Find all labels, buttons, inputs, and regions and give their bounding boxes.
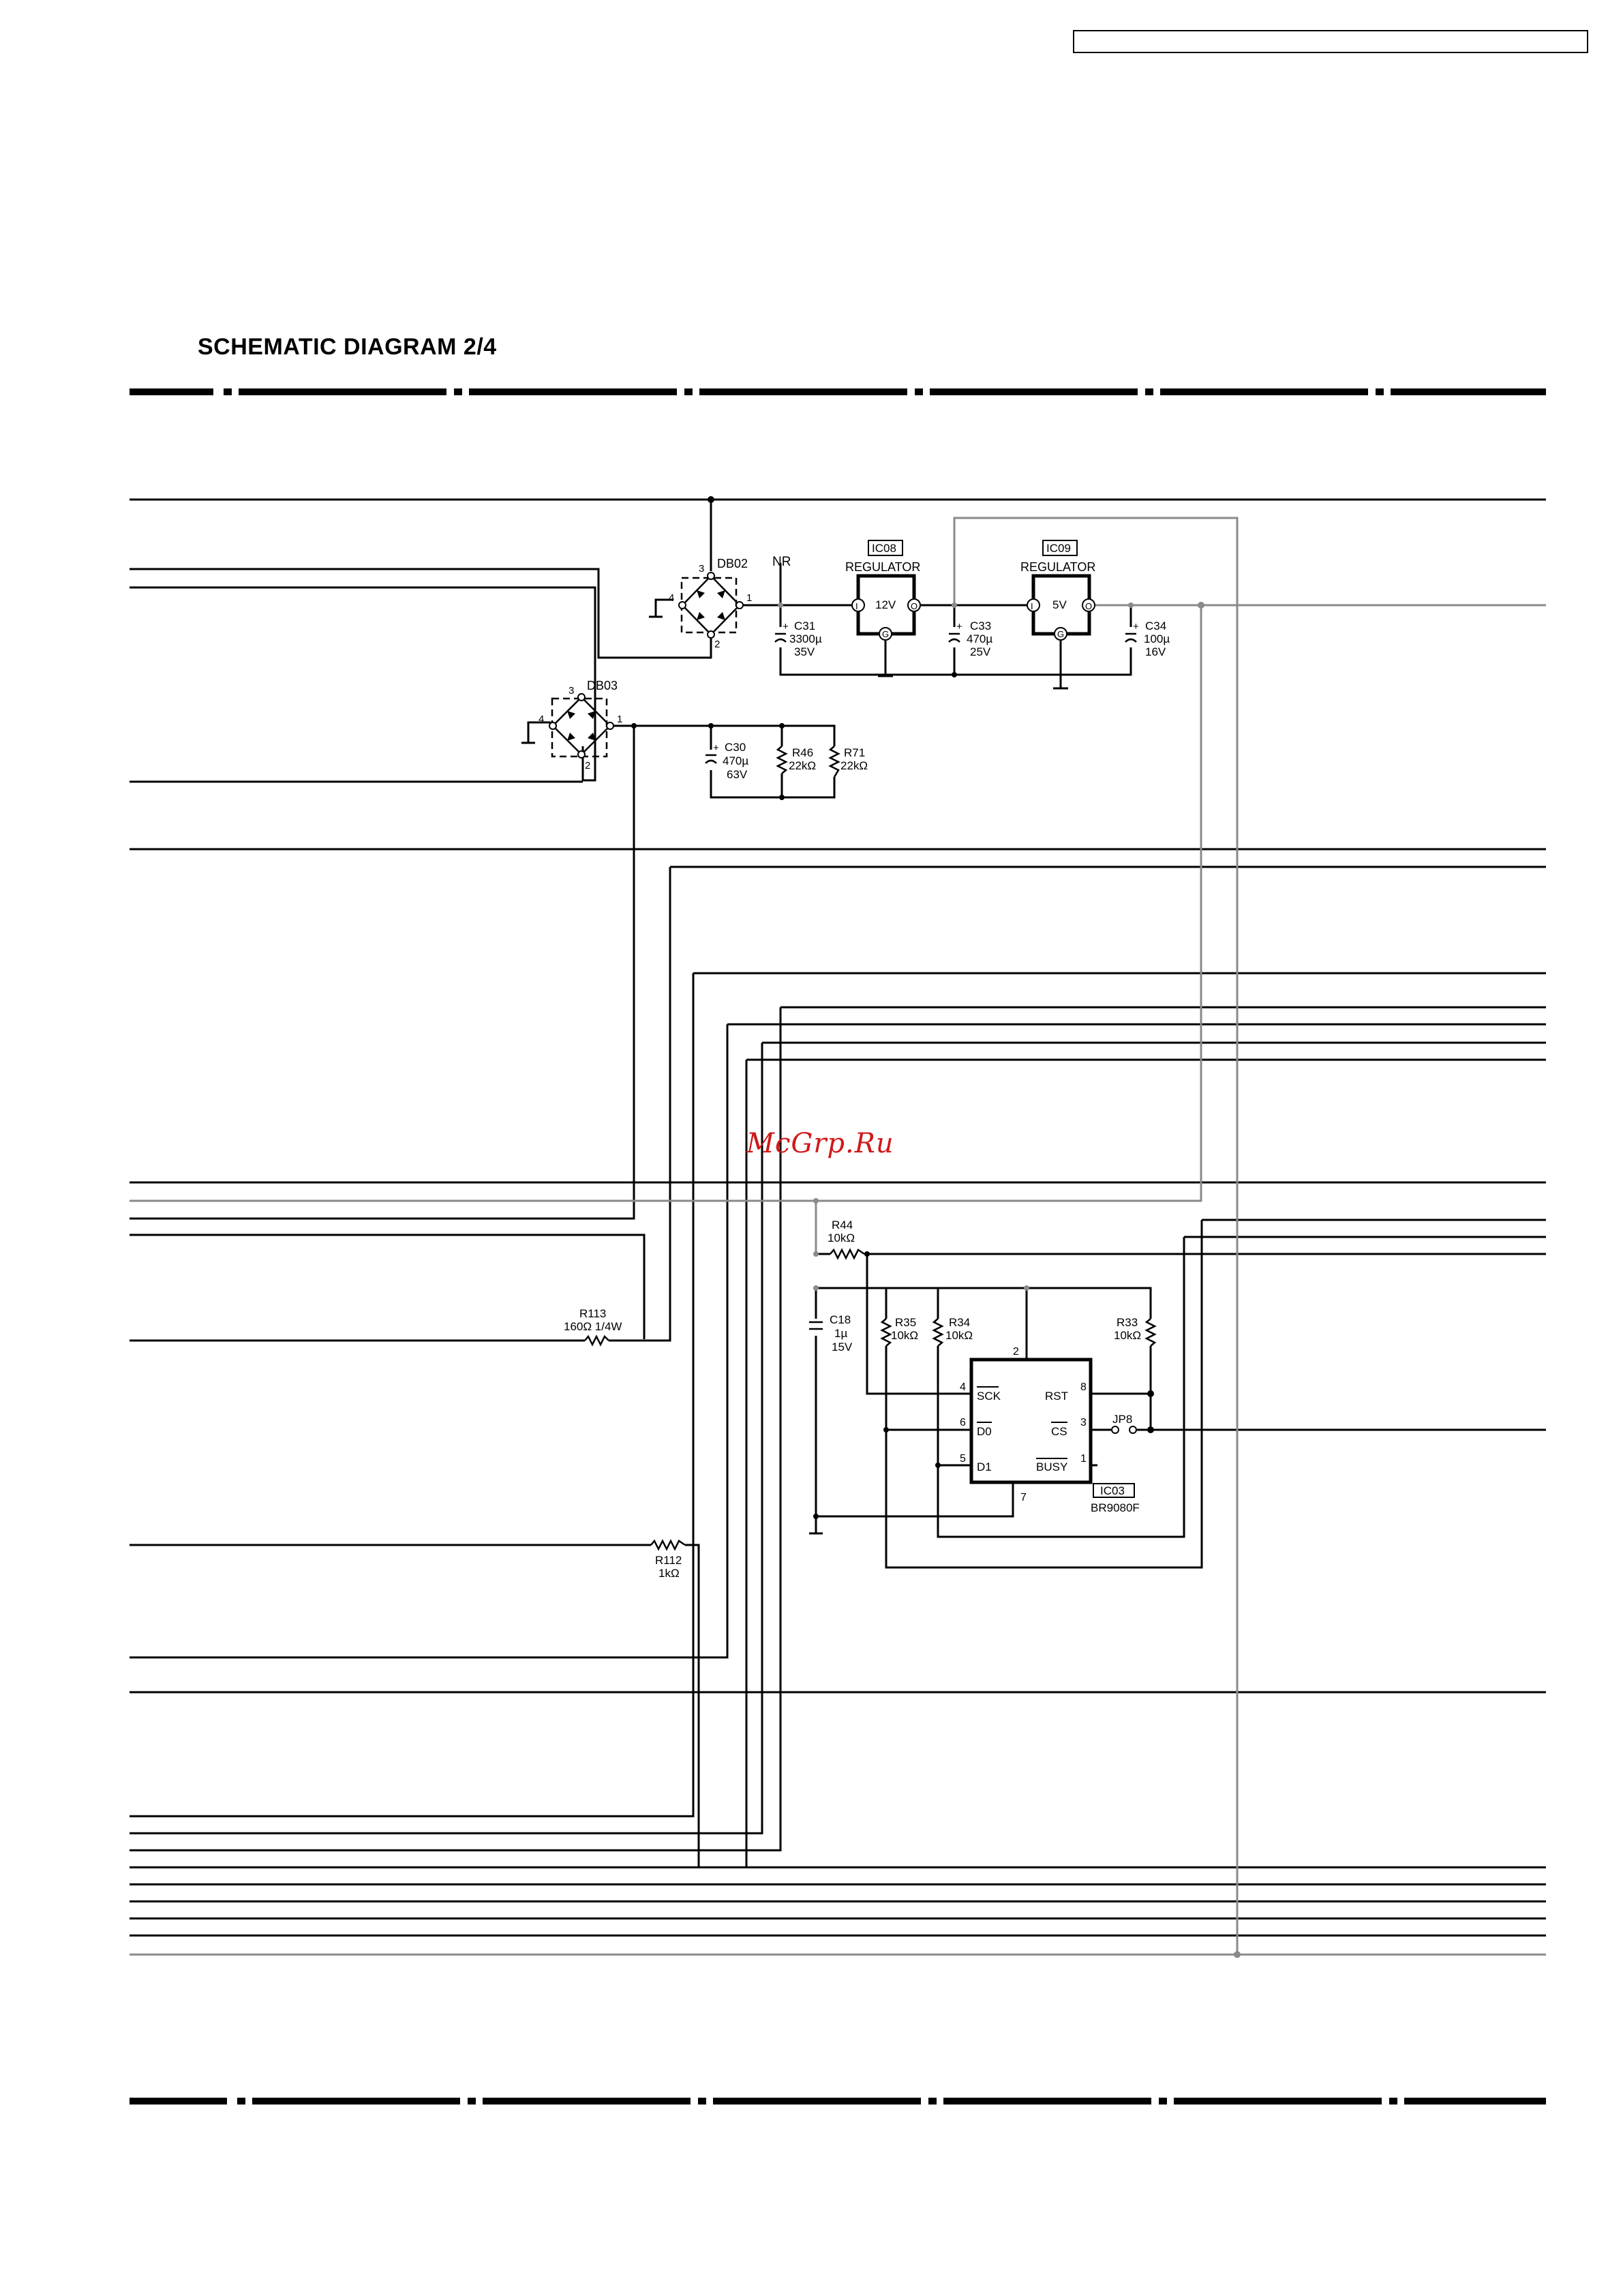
r35-name: R35 <box>895 1316 916 1329</box>
r35-value: 10kΩ <box>891 1329 918 1342</box>
label-ic09: IC09 <box>1046 542 1071 555</box>
ic08-pin-i: I <box>855 601 858 611</box>
db03-bridge <box>549 693 614 759</box>
db03-pin-3: 3 <box>568 685 574 697</box>
c18-voltage: 15V <box>832 1341 853 1353</box>
ic03-pin-4: 4 <box>960 1381 966 1393</box>
r113-value: 160Ω 1/4W <box>564 1320 622 1333</box>
label-db02: DB02 <box>717 557 748 570</box>
c33-value: 470µ <box>967 632 992 645</box>
label-jp8: JP8 <box>1112 1413 1132 1426</box>
ic03-sig-rst: RST <box>1045 1390 1068 1403</box>
ic09-pin-g: G <box>1057 629 1064 639</box>
black-wires <box>130 498 1546 1937</box>
c18-name: C18 <box>830 1313 851 1326</box>
db02-pin-4: 4 <box>669 592 674 604</box>
ic03-pin-5: 5 <box>960 1453 966 1465</box>
c33-voltage: 25V <box>970 645 991 658</box>
label-ic08-regulator: REGULATOR <box>845 560 920 574</box>
ic03-sig-sck: SCK <box>977 1390 1001 1403</box>
label-db03: DB03 <box>587 679 618 692</box>
junction-dots <box>631 496 1241 1958</box>
capacitor-symbols <box>705 632 1137 1330</box>
c30-name: C30 <box>725 741 746 754</box>
c34-value: 100µ <box>1144 632 1170 645</box>
label-nr: NR <box>772 555 791 569</box>
c34-name: C34 <box>1145 619 1166 632</box>
label-ic03: IC03 <box>1100 1484 1125 1497</box>
r33-name: R33 <box>1117 1316 1138 1329</box>
ic08-pin-o: O <box>911 601 917 611</box>
db03-pin-1: 1 <box>617 714 622 725</box>
c34-plus: + <box>1133 621 1139 632</box>
r44-value: 10kΩ <box>828 1231 855 1244</box>
ic09-regulator <box>1027 540 1095 641</box>
db02-pin-3: 3 <box>699 563 704 575</box>
c33-name: C33 <box>970 619 991 632</box>
c31-name: C31 <box>794 619 815 632</box>
r112-name: R112 <box>655 1554 682 1567</box>
r112-value: 1kΩ <box>658 1567 680 1580</box>
r33-value: 10kΩ <box>1114 1329 1141 1342</box>
resistor-symbols <box>584 746 1157 1551</box>
c31-voltage: 35V <box>794 645 815 658</box>
ic09-pin-i: I <box>1031 601 1033 611</box>
label-ic08: IC08 <box>872 542 896 555</box>
ic08-regulator <box>851 540 921 641</box>
ic03-pin-1: 1 <box>1080 1453 1087 1465</box>
c33-plus: + <box>956 621 962 632</box>
label-ic03-part: BR9080F <box>1091 1501 1140 1514</box>
label-ic09-regulator: REGULATOR <box>1020 560 1095 574</box>
label-ic08-12v: 12V <box>875 598 896 611</box>
ic03-sig-busy: BUSY <box>1036 1460 1067 1473</box>
ic03-sig-cs: CS <box>1051 1425 1067 1438</box>
c30-value: 470µ <box>723 754 748 767</box>
r113-name: R113 <box>579 1307 606 1320</box>
r44-name: R44 <box>832 1219 853 1231</box>
db02-pin-1: 1 <box>746 592 752 604</box>
r34-name: R34 <box>949 1316 970 1329</box>
ic03-pin-8: 8 <box>1080 1381 1087 1393</box>
c30-plus: + <box>713 742 719 754</box>
page-title: SCHEMATIC DIAGRAM 2/4 <box>198 334 497 360</box>
ic03-sig-d0: D0 <box>977 1425 992 1438</box>
r71-name: R71 <box>844 746 865 759</box>
ic03-sig-d1: D1 <box>977 1460 992 1473</box>
ic03-pin-6: 6 <box>960 1417 966 1428</box>
r71-value: 22kΩ <box>840 759 868 772</box>
db03-pin-4: 4 <box>539 714 544 725</box>
c30-voltage: 63V <box>727 768 748 781</box>
component-labels: NR DB02 DB03 3 4 1 2 3 4 1 2 IC08 REGULA… <box>539 542 1170 1580</box>
c31-value: 3300µ <box>789 632 822 645</box>
c34-voltage: 16V <box>1145 645 1166 658</box>
watermark: McGrp.Ru <box>746 1128 894 1159</box>
ic03-pin-2: 2 <box>1013 1346 1019 1358</box>
ic09-pin-o: O <box>1085 601 1092 611</box>
db02-pin-2: 2 <box>714 639 720 650</box>
c18-value: 1µ <box>834 1327 847 1340</box>
db03-pin-2: 2 <box>585 760 590 771</box>
ic03-pin-3: 3 <box>1080 1417 1087 1428</box>
ic03-pin-7: 7 <box>1020 1492 1027 1503</box>
ic03-eeprom <box>969 1358 1137 1498</box>
r46-value: 22kΩ <box>789 759 816 772</box>
c31-plus: + <box>783 621 789 632</box>
db02-bridge <box>678 572 744 639</box>
header-box <box>1073 30 1588 53</box>
label-ic09-5v: 5V <box>1052 598 1067 611</box>
r46-name: R46 <box>792 746 813 759</box>
r34-value: 10kΩ <box>945 1329 973 1342</box>
ic08-pin-g: G <box>882 629 889 639</box>
